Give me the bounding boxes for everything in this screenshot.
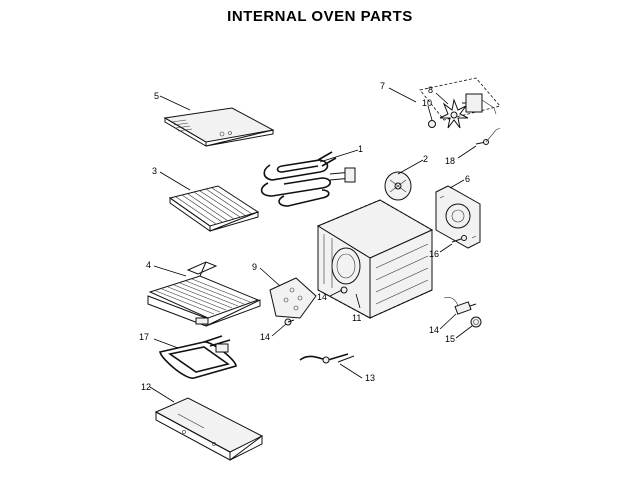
part-19-screw[interactable] [475, 127, 501, 145]
callout-7: 7 [380, 81, 385, 91]
part-12-bottom-pan[interactable] [154, 397, 264, 461]
page-title: INTERNAL OVEN PARTS [227, 8, 413, 25]
callout-2: 2 [423, 154, 428, 164]
part-8-convection-fan[interactable] [439, 98, 469, 129]
callout-3: 3 [152, 166, 157, 176]
part-2-fan-blade[interactable] [384, 171, 412, 201]
callout-16: 15 [445, 334, 455, 344]
part-6-convection-housing[interactable] [435, 185, 481, 249]
callout-9: 9 [252, 262, 257, 272]
callout-15: 14 [429, 325, 439, 335]
callout-10: 10 [422, 98, 432, 108]
part-11-oven-cavity[interactable] [316, 199, 434, 319]
part-16-light-lens[interactable] [470, 316, 482, 328]
callout-12: 12 [141, 382, 151, 392]
part-9-rear-baffle[interactable] [269, 277, 317, 319]
leader-lines [149, 87, 477, 403]
callout-18: 17 [139, 332, 149, 342]
callout-14-cavity: 14 [317, 292, 327, 302]
callout-19: 18 [445, 156, 455, 166]
callout-4: 4 [146, 260, 151, 270]
part-15-light-assembly[interactable] [443, 297, 477, 315]
callout-8: 8 [428, 85, 433, 95]
callout-1: 1 [358, 144, 363, 154]
callout-13: 13 [365, 373, 375, 383]
callout-14-left: 14 [260, 332, 270, 342]
convection-motor[interactable] [462, 93, 497, 115]
callout-6: 6 [465, 174, 470, 184]
part-1-heating-element[interactable] [260, 151, 356, 207]
part-4-roll-out-rack[interactable] [147, 261, 261, 327]
part-17-screw[interactable] [451, 235, 467, 243]
part-14-screw-cavity[interactable] [340, 286, 348, 294]
part-13-temperature-sensor[interactable] [299, 353, 355, 364]
callout-labels: 5 1 3 4 9 14 11 17 12 13 14 2 6 16 7 8 1… [139, 81, 470, 392]
callout-5: 5 [154, 91, 159, 101]
part-14-screw-left[interactable] [284, 318, 295, 326]
callout-11: 11 [352, 313, 361, 323]
part-5-top-panel[interactable] [163, 107, 275, 147]
part-18-bake-element[interactable] [159, 335, 237, 379]
callout-17: 16 [429, 249, 439, 259]
part-10-nut[interactable] [428, 120, 436, 128]
part-3-oven-rack[interactable] [168, 185, 260, 232]
